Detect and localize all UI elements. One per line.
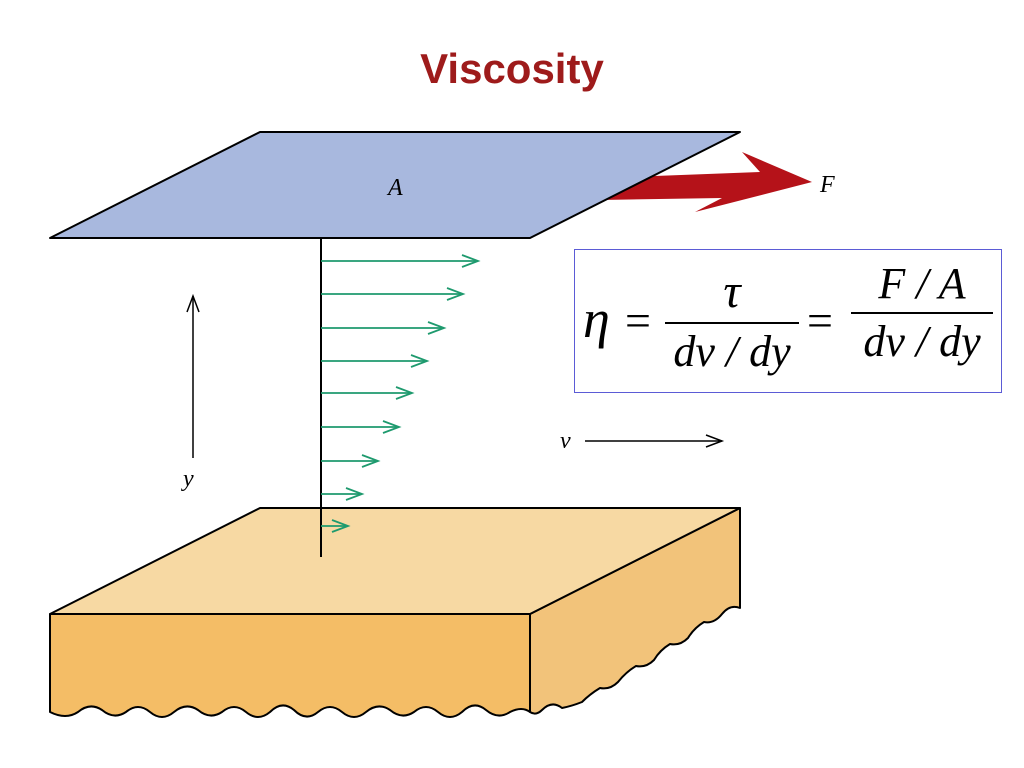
top-plate [49,131,741,239]
velocity-arrow [321,519,351,533]
slide-title: Viscosity [420,45,604,92]
velocity-arrow [321,487,365,501]
area-label: A [386,175,403,201]
fraction-bar [665,322,799,324]
fraction-numerator: F / A [878,259,966,308]
bottom-block-front [49,613,531,718]
velocity-arrow [321,386,415,400]
velocity-label: v [560,428,571,454]
fraction-numerator: τ [723,265,741,318]
fraction-force-per-area: F / A dv / dy [851,262,993,364]
viscosity-formula: η = τ dv / dy = F / A dv / dy [574,249,1002,393]
fraction-denominator: dv / dy [673,327,791,376]
equals-sign: = [807,295,833,346]
velocity-arrow [321,354,430,368]
v-direction-arrow [585,434,725,448]
velocity-arrow [321,420,402,434]
force-label: F [819,172,835,198]
force-arrow [600,152,812,212]
y-axis-arrow [186,293,200,458]
velocity-profile [321,254,481,533]
height-label: y [181,466,194,492]
bottom-block-top [49,507,741,615]
velocity-arrow [321,254,481,268]
velocity-arrow [321,454,381,468]
fraction-shear-stress: τ dv / dy [665,268,799,374]
equals-sign: = [625,295,651,346]
fraction-bar [851,312,993,314]
velocity-arrow [321,321,447,335]
eta-symbol: η [583,289,610,349]
bottom-block-side [529,507,741,715]
velocity-arrow [321,287,466,301]
fraction-denominator: dv / dy [863,317,981,366]
